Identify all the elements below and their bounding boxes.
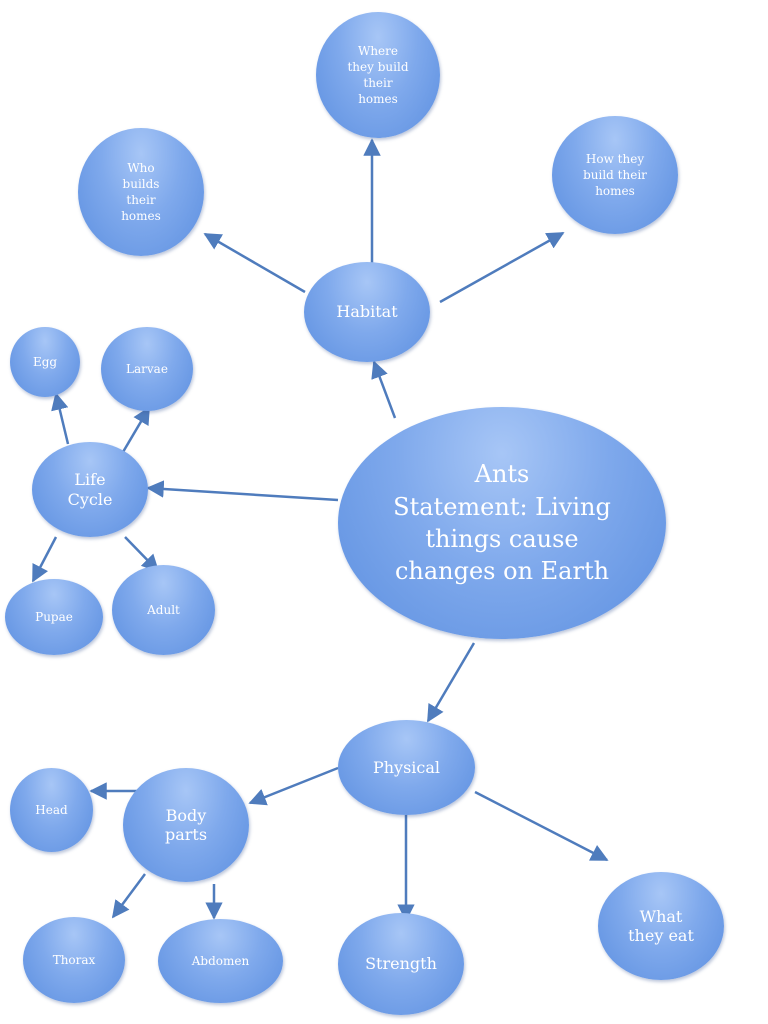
node-life-cycle-label: Life Cycle xyxy=(67,470,113,509)
node-physical-label: Physical xyxy=(372,757,441,777)
node-pupae-label: Pupae xyxy=(35,609,73,624)
center-node-label: Ants Statement: Living things cause chan… xyxy=(393,460,611,586)
node-body-parts-label: Body parts xyxy=(164,805,208,844)
node-who-builds[interactable]: Who builds their homes xyxy=(78,128,204,256)
node-strength-label: Strength xyxy=(365,954,437,974)
arrow-lifecycle-to-pupae xyxy=(31,536,58,583)
node-larvae-label: Larvae xyxy=(126,361,168,376)
node-habitat-label: Habitat xyxy=(336,302,398,322)
arrow-center-to-habitat xyxy=(371,360,397,419)
arrow-center-to-lifecycle xyxy=(146,480,339,502)
node-physical[interactable]: Physical xyxy=(338,720,475,815)
node-how-they-build[interactable]: How they build their homes xyxy=(552,116,678,234)
node-pupae[interactable]: Pupae xyxy=(5,579,103,655)
arrow-lifecycle-to-larvae xyxy=(121,406,151,453)
node-larvae[interactable]: Larvae xyxy=(101,327,193,411)
node-what-they-eat[interactable]: What they eat xyxy=(598,872,724,980)
node-head-label: Head xyxy=(35,802,68,817)
center-node-ants-statement[interactable]: Ants Statement: Living things cause chan… xyxy=(338,407,666,639)
node-who-builds-label: Who builds their homes xyxy=(121,160,161,224)
node-abdomen-label: Abdomen xyxy=(191,953,250,968)
node-adult-label: Adult xyxy=(147,602,180,617)
node-habitat[interactable]: Habitat xyxy=(304,262,430,362)
node-thorax[interactable]: Thorax xyxy=(23,917,125,1003)
arrow-lifecycle-to-egg xyxy=(51,392,70,445)
node-how-they-build-label: How they build their homes xyxy=(583,151,647,199)
arrow-physical-to-bodyparts xyxy=(248,766,339,806)
node-egg-label: Egg xyxy=(32,354,58,369)
node-adult[interactable]: Adult xyxy=(112,565,215,655)
node-strength[interactable]: Strength xyxy=(338,913,464,1015)
node-head[interactable]: Head xyxy=(10,768,93,852)
node-where-they-build[interactable]: Where they build their homes xyxy=(316,12,440,138)
arrow-habitat-to-how xyxy=(439,231,565,304)
arrow-center-to-physical xyxy=(426,642,476,723)
node-egg[interactable]: Egg xyxy=(10,327,80,397)
node-what-they-eat-label: What they eat xyxy=(628,906,694,945)
node-thorax-label: Thorax xyxy=(52,952,96,967)
arrow-habitat-to-who xyxy=(203,232,306,294)
node-life-cycle[interactable]: Life Cycle xyxy=(32,442,148,537)
node-body-parts[interactable]: Body parts xyxy=(123,768,249,882)
node-where-they-build-label: Where they build their homes xyxy=(347,43,409,107)
arrow-bodyparts-to-thorax xyxy=(111,873,147,919)
arrow-physical-to-whateat xyxy=(474,790,609,862)
node-abdomen[interactable]: Abdomen xyxy=(158,919,283,1003)
